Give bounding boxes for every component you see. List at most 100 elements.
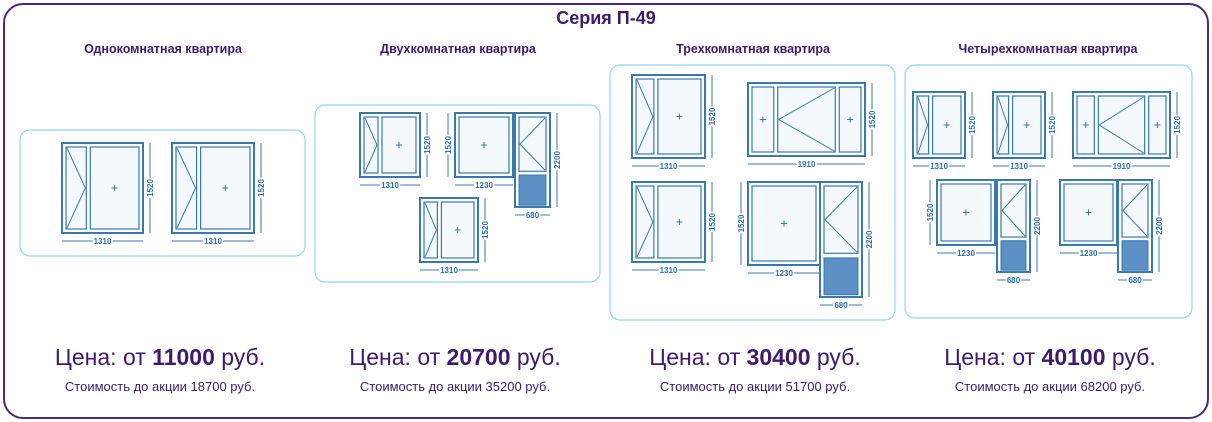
opening-mark xyxy=(424,202,437,258)
opening-mark xyxy=(1001,184,1026,237)
opening-mark xyxy=(636,79,654,154)
plus-mark xyxy=(963,209,969,216)
height-label: 2200 xyxy=(865,230,874,248)
balcony-door: 680 2200 xyxy=(819,181,876,312)
door-panel xyxy=(1000,240,1027,271)
opening-mark xyxy=(824,186,858,253)
card-title-1room: Однокомнатная квартира xyxy=(84,42,242,56)
window: 1310 1520 xyxy=(631,74,719,173)
height-label: 1520 xyxy=(1048,116,1057,134)
height-label: 1520 xyxy=(708,107,717,125)
width-label: 680 xyxy=(834,301,848,310)
height-label: 1520 xyxy=(737,214,746,232)
glass-pane xyxy=(1000,183,1027,238)
old-price-1room: Стоимость до акции 18700 руб. xyxy=(64,379,256,394)
opening-mark xyxy=(66,147,86,229)
height-label: 1520 xyxy=(868,110,877,128)
width-label: 1310 xyxy=(660,162,678,171)
height-label: 1520 xyxy=(926,203,935,221)
glass-pane xyxy=(65,146,87,230)
opening-mark xyxy=(176,147,197,229)
window: 1910 1520 xyxy=(1072,91,1184,173)
glass-pane xyxy=(657,185,702,259)
width-label: 1230 xyxy=(957,249,975,258)
glass-pane xyxy=(916,95,930,155)
plus-mark xyxy=(1085,209,1092,216)
opening-mark xyxy=(1122,184,1148,237)
height-label: 1520 xyxy=(423,136,432,154)
series-title: Серия П-49 xyxy=(556,8,656,28)
width-label: 1230 xyxy=(775,269,793,278)
door-panel xyxy=(518,174,547,206)
height-label: 1520 xyxy=(968,116,977,134)
plus-mark xyxy=(111,185,118,191)
opening-mark xyxy=(519,117,546,171)
old-price-2room: Стоимость до акции 35200 руб. xyxy=(359,379,551,394)
plus-mark xyxy=(481,142,487,148)
height-label: 1520 xyxy=(1173,116,1182,134)
width-label: 680 xyxy=(1128,276,1142,285)
glass-pane xyxy=(777,86,836,153)
height-label: 1520 xyxy=(481,221,490,239)
plus-mark xyxy=(1154,122,1161,128)
width-label: 1230 xyxy=(475,181,493,190)
glass-pane xyxy=(1097,95,1146,155)
door-panel xyxy=(1121,240,1149,271)
width-label: 1310 xyxy=(930,162,948,171)
opening-mark xyxy=(917,96,929,154)
plus-mark xyxy=(222,185,229,191)
height-label: 1520 xyxy=(708,213,717,231)
opening-mark xyxy=(636,186,654,258)
door-panel xyxy=(823,257,859,296)
card-title-2room: Двухкомнатная квартира xyxy=(380,42,536,56)
opening-mark xyxy=(777,87,835,152)
width-label: 1310 xyxy=(1010,162,1028,171)
plus-mark xyxy=(676,113,683,120)
glass-pane xyxy=(823,185,859,254)
plus-mark xyxy=(847,116,854,123)
window: 1230 1520 xyxy=(736,181,821,280)
old-price-4room: Стоимость до акции 68200 руб. xyxy=(954,379,1146,394)
glass-pane xyxy=(175,146,198,230)
width-label: 1310 xyxy=(660,266,678,275)
window: 1310 1520 xyxy=(171,142,268,248)
width-label: 1230 xyxy=(1080,249,1098,258)
outer-frame xyxy=(3,3,1209,419)
width-label: 1910 xyxy=(1113,162,1131,171)
price-3room: Цена: от 30400 руб. xyxy=(649,344,861,370)
glass-pane xyxy=(996,95,1010,155)
balcony-door: 680 2200 xyxy=(1117,179,1166,287)
plus-mark xyxy=(1023,122,1030,128)
width-label: 680 xyxy=(526,211,540,220)
old-price-3room: Стоимость до акции 51700 руб. xyxy=(659,379,851,394)
price-2room: Цена: от 20700 руб. xyxy=(349,344,561,370)
glass-pane xyxy=(635,185,655,259)
glass-pane xyxy=(423,201,438,259)
opening-mark xyxy=(364,117,378,173)
plus-mark xyxy=(1082,122,1089,128)
window: 1310 1520 xyxy=(631,181,719,277)
opening-mark xyxy=(1098,96,1144,154)
window: 1230 1520 xyxy=(925,179,996,260)
window: 1310 1520 xyxy=(912,91,979,173)
glass-pane xyxy=(518,116,547,172)
plus-mark xyxy=(396,142,402,148)
price-1room: Цена: от 11000 руб. xyxy=(54,344,266,370)
height-label: 1520 xyxy=(257,179,266,197)
plus-mark xyxy=(781,220,787,227)
height-label: 2200 xyxy=(1033,217,1042,235)
plus-mark xyxy=(676,219,683,225)
width-label: 1310 xyxy=(381,181,399,190)
width-label: 1310 xyxy=(204,237,222,246)
card-title-3room: Трехкомнатная квартира xyxy=(676,42,830,56)
opening-mark xyxy=(997,96,1009,154)
plus-mark xyxy=(454,227,461,233)
height-label: 2200 xyxy=(1155,217,1164,235)
